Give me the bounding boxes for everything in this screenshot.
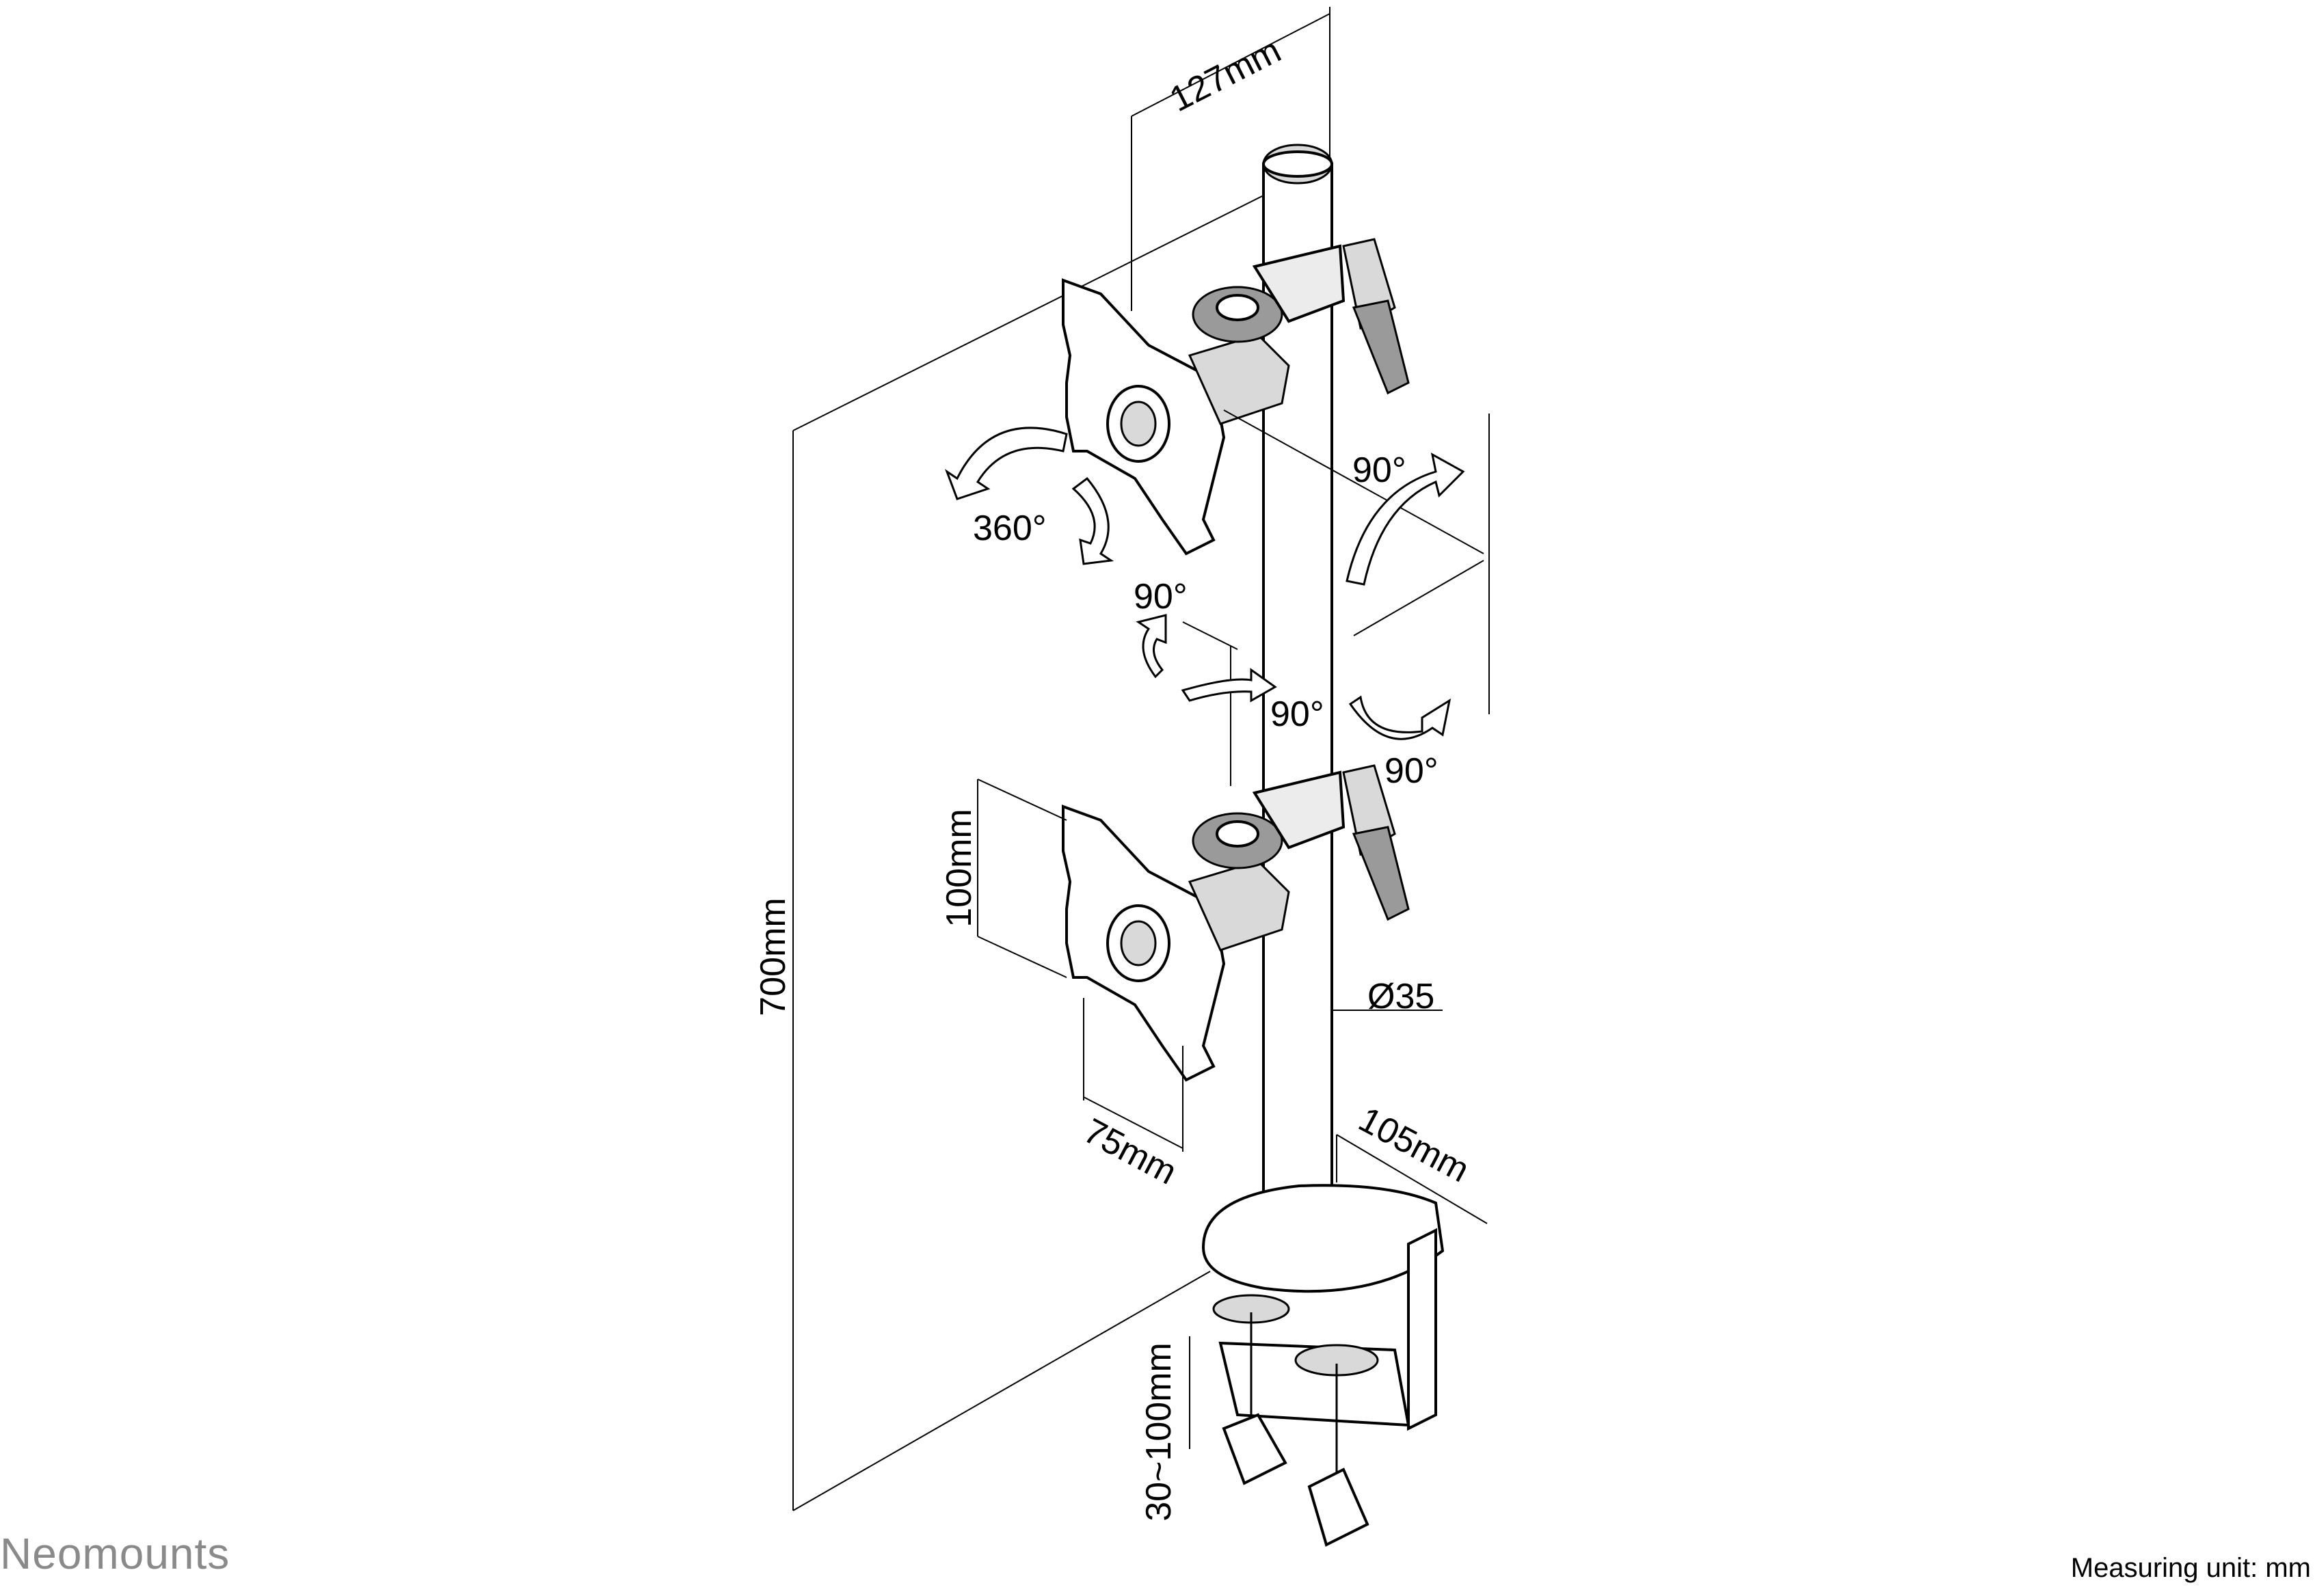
clamp-range-dimension: 30~100mm bbox=[1139, 1336, 1190, 1521]
rotate-360-lower-arrow-icon bbox=[1071, 476, 1114, 565]
rotate-360-arrow-icon bbox=[944, 427, 1068, 500]
upper-monitor-head bbox=[1062, 238, 1410, 556]
rotate-360-label: 360° bbox=[973, 509, 1047, 548]
rotation-arrows bbox=[944, 427, 1465, 740]
tilt-mid-label: 90° bbox=[1270, 694, 1324, 734]
desk-clamp bbox=[1201, 1184, 1445, 1547]
pole-diameter-label: Ø35 bbox=[1367, 977, 1434, 1016]
tilt-mid-arrow-icon bbox=[1181, 668, 1277, 703]
base-depth-label: 105mm bbox=[1352, 1100, 1475, 1191]
pole bbox=[1262, 144, 1333, 1252]
clamp-range-label: 30~100mm bbox=[1139, 1342, 1179, 1521]
swivel-lower-arrow-icon bbox=[1348, 695, 1451, 740]
height-label: 700mm bbox=[753, 897, 793, 1016]
vesa-vertical-label: 100mm bbox=[939, 809, 979, 927]
tilt-left-label: 90° bbox=[1134, 577, 1188, 617]
pole-diameter-dimension: Ø35 bbox=[1332, 977, 1443, 1016]
swivel-lower-label: 90° bbox=[1384, 751, 1438, 791]
width-label: 127mm bbox=[1164, 31, 1287, 120]
tilt-left-arrow-icon bbox=[1136, 614, 1167, 679]
tilt-upper-arrow-icon bbox=[1346, 452, 1465, 586]
vesa-horizontal-label: 75mm bbox=[1078, 1111, 1183, 1192]
height-dimension: 700mm bbox=[753, 434, 794, 1507]
brand-logo: Neomounts bbox=[0, 1529, 230, 1578]
measuring-unit-note: Measuring unit: mm bbox=[2070, 1553, 2311, 1583]
tilt-upper-label: 90° bbox=[1352, 450, 1406, 490]
tilt-reference-lines bbox=[1182, 409, 1490, 786]
lower-monitor-head bbox=[1062, 764, 1410, 1082]
vesa-vertical-dimension: 100mm bbox=[939, 779, 1067, 978]
